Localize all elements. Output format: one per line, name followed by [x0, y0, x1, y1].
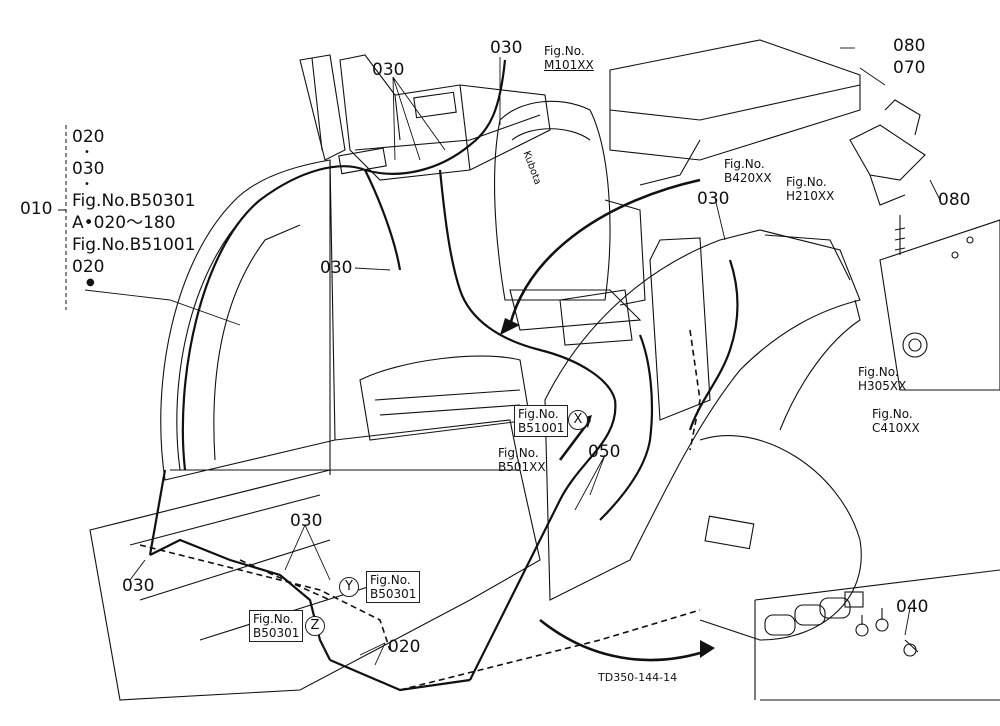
fig-ref-b420-code: B420XX [724, 171, 772, 185]
view-callout-z-letter: Z [305, 616, 325, 636]
fig-ref-m101: Fig.No. M101XX [544, 44, 594, 72]
part-label-030-right: 030 [697, 189, 730, 209]
view-callout-z-figref: Fig.No. B50301 [249, 610, 304, 642]
part-label-070: 070 [893, 58, 926, 78]
rear-wheel-outline [699, 435, 862, 641]
fig-ref-h305-code: H305XX [858, 379, 907, 393]
fig-ref-b501: Fig.No. B501XX [498, 446, 546, 474]
rear-fender-outline [544, 229, 861, 601]
part-label-030-mid-left: 030 [320, 258, 353, 278]
fig-ref-b420: Fig.No. B420XX [724, 157, 772, 185]
fig-ref-m101-prefix: Fig.No. [544, 44, 585, 58]
rear-plates [609, 39, 926, 206]
view-callout-x-prefix: Fig.No. [518, 407, 559, 421]
fig-ref-h305-prefix: Fig.No. [858, 365, 899, 379]
fig-ref-h210-prefix: Fig.No. [786, 175, 827, 189]
fig-ref-b420-prefix: Fig.No. [724, 157, 765, 171]
hydraulic-block-outline [879, 215, 1000, 391]
group-line-3: Fig.No.B50301 [72, 191, 196, 211]
view-callout-y-figref: Fig.No. B50301 [366, 571, 421, 603]
wiring-harness-lines [148, 59, 739, 692]
view-callout-z-code: B50301 [253, 626, 300, 640]
group-line-2: 030 [72, 159, 105, 179]
part-label-050: 050 [588, 442, 621, 462]
fig-ref-h305: Fig.No. H305XX [858, 365, 906, 393]
part-label-080-right: 080 [938, 190, 971, 210]
group-ref-010: 010 [20, 199, 53, 219]
fig-ref-b501-code: B501XX [498, 460, 546, 474]
part-label-030-top-left: 030 [372, 60, 405, 80]
group-line-4: A•020～180 [72, 213, 176, 233]
view-callout-y-code: B50301 [370, 587, 417, 601]
fig-ref-h210: Fig.No. H210XX [786, 175, 834, 203]
fig-ref-b501-prefix: Fig.No. [498, 446, 539, 460]
group-line-5: Fig.No.B51001 [72, 235, 196, 255]
group-dot: ● [86, 277, 95, 288]
view-callout-x-code: B51001 [518, 421, 565, 435]
group-line-1: 020 [72, 127, 105, 147]
fig-ref-c410-code: C410XX [872, 421, 920, 435]
left-fender-outline [160, 54, 346, 481]
part-label-020: 020 [388, 637, 421, 657]
dashed-harness-lines [139, 329, 701, 691]
group-dot: • [84, 147, 90, 158]
view-callout-x-letter: X [568, 410, 588, 430]
fig-ref-c410-prefix: Fig.No. [872, 407, 913, 421]
view-callout-x-figref: Fig.No. B51001 [514, 405, 569, 437]
view-callout-y-letter: Y [339, 577, 359, 597]
fig-ref-m101-code: M101XX [544, 58, 594, 72]
part-label-080-top: 080 [893, 36, 926, 56]
part-label-030-top-center: 030 [490, 38, 523, 58]
view-callout-y-prefix: Fig.No. [370, 573, 411, 587]
part-label-030-bottom-left: 030 [122, 576, 155, 596]
fig-ref-c410: Fig.No. C410XX [872, 407, 920, 435]
part-label-040: 040 [896, 597, 929, 617]
drawing-code: TD350-144-14 [598, 671, 678, 684]
group-dot: • [84, 179, 90, 190]
leader-lines [84, 47, 941, 666]
group-list: 020 • 030 • Fig.No.B50301 A•020～180 Fig.… [72, 126, 195, 288]
connector-detail-inset [754, 569, 1000, 701]
view-callout-z-prefix: Fig.No. [253, 612, 294, 626]
group-line-6: 020 [72, 257, 105, 277]
fig-ref-h210-code: H210XX [786, 189, 835, 203]
part-label-030-floor: 030 [290, 511, 323, 531]
seat-outline [494, 100, 646, 346]
